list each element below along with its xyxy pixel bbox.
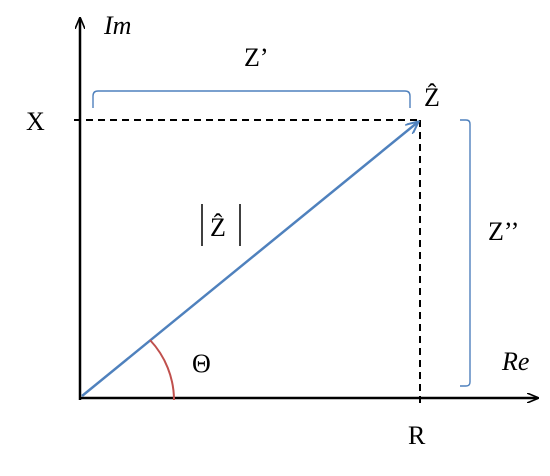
tip-label: Ẑ	[424, 83, 440, 112]
x-tick-label: R	[408, 421, 426, 450]
real-axis-label: Re	[501, 347, 529, 376]
vertical-brace	[460, 119, 471, 387]
angle-label: Θ	[192, 349, 211, 378]
angle-arc	[149, 339, 175, 401]
magnitude-label: Ẑ	[210, 213, 226, 242]
horizontal-brace-label: Z’	[244, 43, 269, 72]
y-tick-label: X	[26, 107, 45, 136]
impedance-vector	[81, 122, 418, 397]
imaginary-axis-label: Im	[103, 11, 131, 40]
vertical-brace-label: Z’’	[488, 217, 519, 246]
horizontal-brace	[92, 90, 411, 108]
